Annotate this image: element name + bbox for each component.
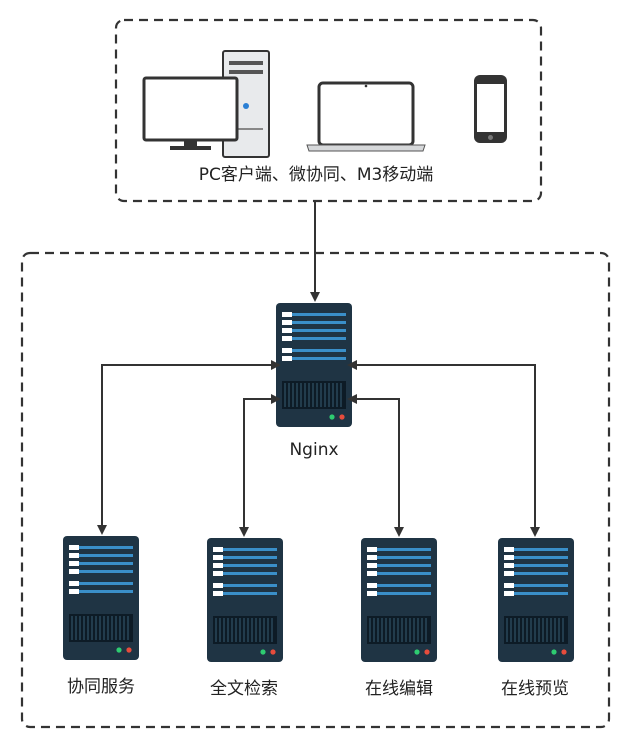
- service-label-edit: 在线编辑: [365, 679, 433, 699]
- client-group-border: [114, 18, 543, 203]
- nginx-edit-connector: [347, 394, 404, 537]
- collab-service-server-icon: [62, 535, 140, 661]
- nginx-server-icon: [275, 302, 353, 428]
- nginx-search-connector: [239, 394, 281, 537]
- service-label-search: 全文检索: [210, 679, 278, 699]
- clients-label: PC客户端、微协同、M3移动端: [198, 165, 434, 185]
- nginx-collab-connector: [97, 360, 281, 535]
- laptop-icon: [306, 81, 426, 152]
- nginx-preview-connector: [347, 360, 540, 537]
- nginx-label: Nginx: [289, 440, 339, 460]
- fulltext-search-server-icon: [206, 537, 284, 663]
- service-label-preview: 在线预览: [501, 679, 569, 699]
- mobile-phone-icon: [474, 75, 507, 143]
- online-edit-server-icon: [360, 537, 438, 663]
- desktop-pc-icon: [142, 50, 270, 158]
- service-label-collab: 协同服务: [67, 677, 135, 697]
- online-preview-server-icon: [497, 537, 575, 663]
